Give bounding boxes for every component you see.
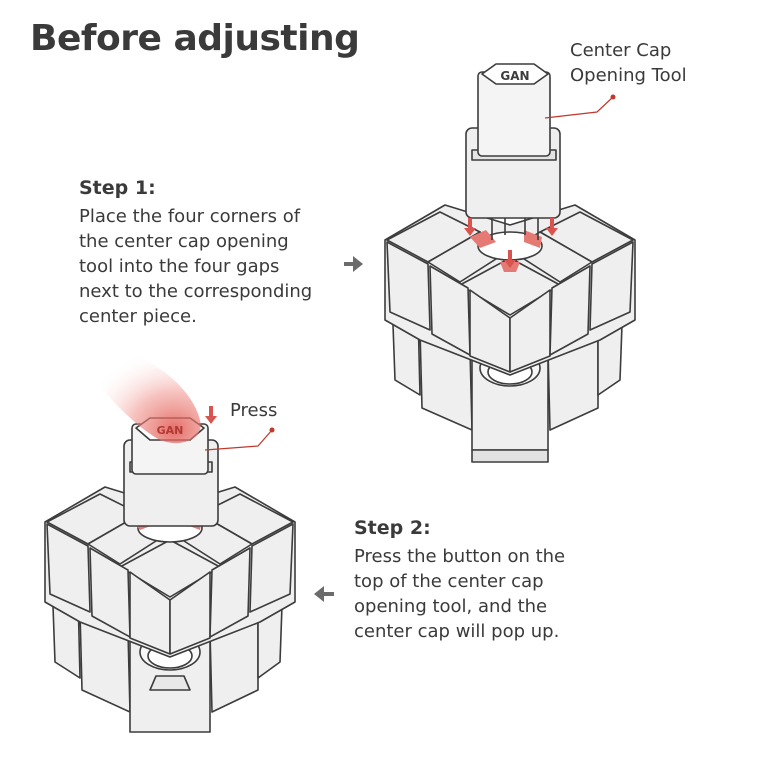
cube-step1 <box>384 204 636 463</box>
step1-line: tool into the four gaps <box>79 256 280 277</box>
finger-press <box>95 351 201 444</box>
step1-line: next to the corresponding <box>79 281 313 302</box>
cube-step2 <box>44 486 296 733</box>
center-cap-opening-tool: GAN <box>465 63 561 240</box>
step2-line: center cap will pop up. <box>354 621 560 642</box>
step2-arrow-icon <box>314 586 334 602</box>
step1-line: center piece. <box>79 306 197 327</box>
tool-label: Center Cap Opening Tool <box>570 38 687 88</box>
press-arrow <box>205 406 217 424</box>
tool-label-line2: Opening Tool <box>570 65 687 86</box>
page-title: Before adjusting <box>30 18 360 59</box>
step1-line: the center cap opening <box>79 231 289 252</box>
step2-text: Step 2: Press the button on the top of t… <box>354 516 565 644</box>
tool-label-line1: Center Cap <box>570 40 672 61</box>
step2-line: top of the center cap <box>354 571 544 592</box>
step1-text: Step 1: Place the four corners of the ce… <box>79 176 312 329</box>
tool-label-leader <box>544 96 614 119</box>
step1-line: Place the four corners of <box>79 206 301 227</box>
press-leader <box>204 429 273 451</box>
press-label: Press <box>230 400 278 421</box>
step2-line: Press the button on the <box>354 546 566 567</box>
svg-text:GAN: GAN <box>500 69 529 83</box>
step2-heading: Step 2: <box>354 517 431 539</box>
tool-logo: GAN <box>157 424 184 437</box>
step1-arrow-icon <box>344 256 363 272</box>
step1-heading: Step 1: <box>79 177 156 199</box>
step2-line: opening tool, and the <box>354 596 548 617</box>
